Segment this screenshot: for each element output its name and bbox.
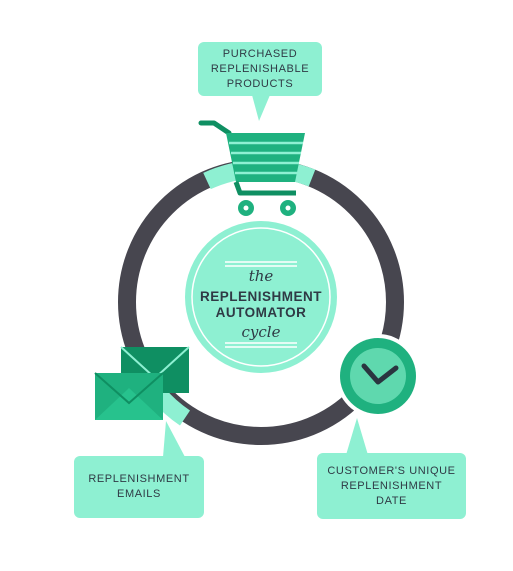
center-title-line1: REPLENISHMENT <box>200 289 322 304</box>
products-callout-pointer <box>252 95 270 121</box>
replenishment-date-callout: CUSTOMER'S UNIQUE REPLENISHMENT DATE <box>317 453 466 519</box>
callout-line: CUSTOMER'S UNIQUE <box>327 464 456 477</box>
callout-line: REPLENISHMENT <box>340 479 443 492</box>
callout-line: PURCHASED <box>222 47 298 60</box>
callout-line: DATE <box>376 494 407 507</box>
callout-line: PRODUCTS <box>226 77 294 90</box>
center-cycle: cycle <box>242 323 281 341</box>
center-title-line2: AUTOMATOR <box>216 305 307 320</box>
replenishment-emails-callout: REPLENISHMENT EMAILS <box>74 456 204 518</box>
clock-icon <box>336 334 420 418</box>
center-the: the <box>249 267 274 285</box>
date-callout-pointer <box>346 418 368 455</box>
center-medallion <box>185 221 337 373</box>
envelopes-icon <box>94 346 190 420</box>
callout-line: REPLENISHABLE <box>210 62 310 75</box>
callout-line: EMAILS <box>117 488 161 500</box>
purchased-products-callout: PURCHASED REPLENISHABLE PRODUCTS <box>198 42 322 96</box>
emails-callout-pointer <box>163 421 185 457</box>
center-inner-ring <box>191 227 331 367</box>
shopping-cart-icon <box>198 120 305 216</box>
callout-line: REPLENISHMENT <box>88 473 190 485</box>
